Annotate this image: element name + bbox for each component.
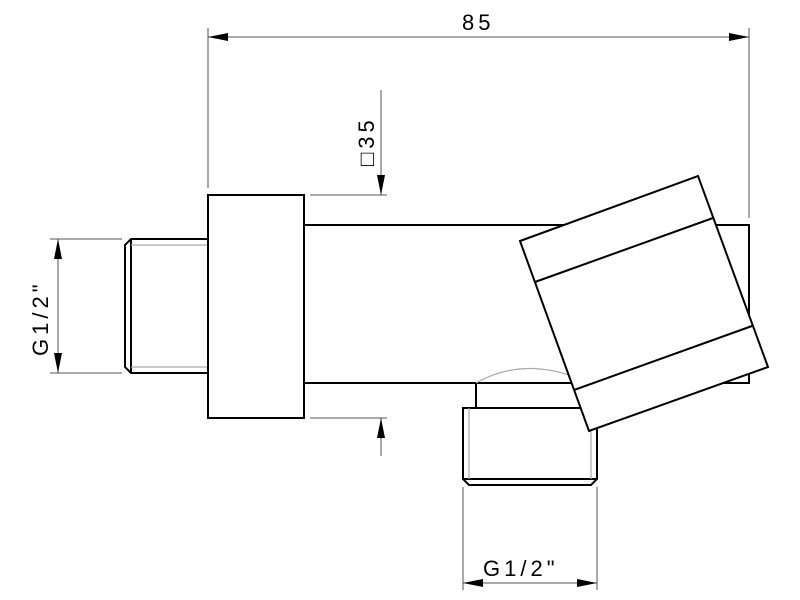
rotary-handle <box>518 174 770 433</box>
body-underside <box>304 382 477 408</box>
dimension-label-inlet: G1/2" <box>28 280 53 356</box>
dimension-label-35: □35 <box>354 116 379 166</box>
transition-arc <box>475 367 573 384</box>
dimension-label-85: 85 <box>462 10 494 35</box>
square-flange <box>207 194 305 419</box>
dimension-overall-length: 85 <box>207 10 750 218</box>
dimension-inlet-thread: G1/2" <box>28 238 122 374</box>
dimension-label-outlet: G1/2" <box>483 556 559 581</box>
outlet-thread <box>462 407 598 486</box>
handle-band-line <box>573 325 753 391</box>
inlet-thread <box>124 238 208 374</box>
main-body <box>304 224 750 384</box>
handle-band-line <box>534 217 714 283</box>
dimension-square-size: □35 <box>310 90 387 456</box>
dimension-outlet-thread: G1/2" <box>462 487 598 590</box>
